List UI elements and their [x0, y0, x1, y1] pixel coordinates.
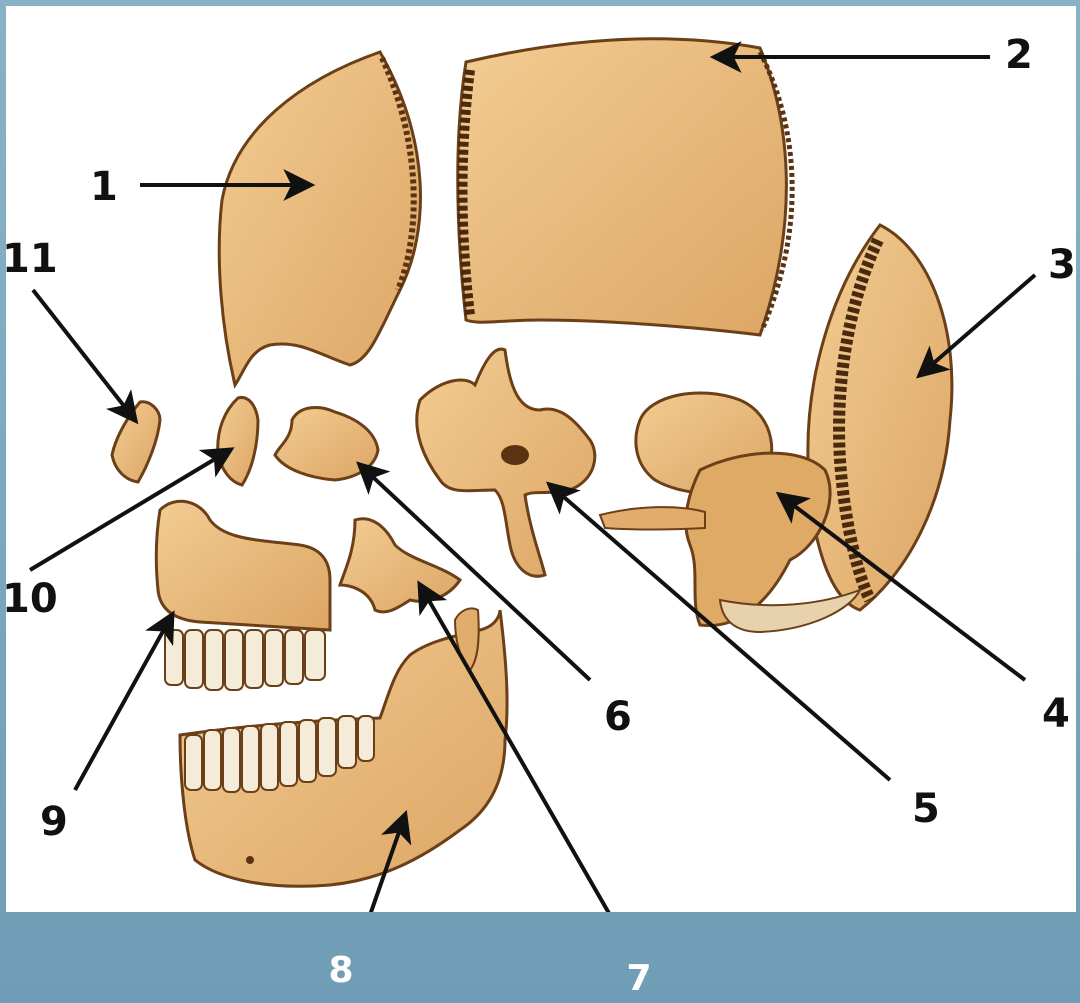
temporal-bone-body — [686, 453, 830, 625]
label-3: 3 — [1048, 242, 1076, 288]
maxilla — [156, 501, 330, 630]
diagram-panel: 1 2 3 4 5 6 9 10 11 — [6, 6, 1076, 912]
skull-bones-diagram: 1 2 3 4 5 6 9 10 11 — [6, 6, 1076, 912]
label-4: 4 — [1042, 691, 1070, 737]
zygomatic-process — [600, 507, 705, 529]
nasal-bone — [112, 402, 160, 482]
label-9: 9 — [40, 799, 68, 845]
zygomatic-bone — [340, 519, 460, 612]
label-7: 7 — [626, 958, 651, 999]
label-8: 8 — [328, 950, 353, 991]
label-1: 1 — [90, 164, 118, 210]
frontal-bone — [219, 52, 420, 385]
label-11: 11 — [6, 236, 58, 282]
arrow-11 — [33, 290, 135, 420]
lacrimal-bone — [218, 397, 258, 485]
label-6: 6 — [604, 694, 632, 740]
parietal-bone — [458, 39, 787, 335]
occipital-bone — [808, 225, 952, 610]
label-2: 2 — [1005, 32, 1033, 78]
sphenoid-foramen — [501, 445, 529, 465]
upper-teeth — [165, 630, 325, 690]
label-10: 10 — [6, 576, 58, 622]
label-5: 5 — [912, 786, 940, 832]
mental-foramen — [246, 856, 254, 864]
arrow-9 — [75, 615, 172, 790]
